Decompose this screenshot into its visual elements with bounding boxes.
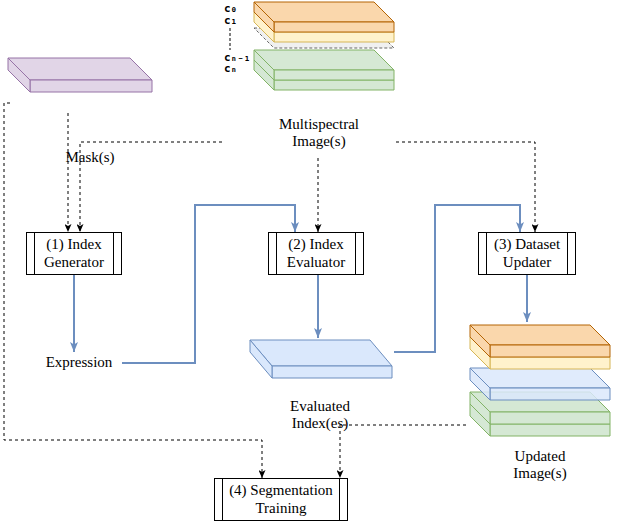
slab-face bbox=[490, 388, 610, 400]
slab-face bbox=[254, 2, 274, 32]
index-slab: Evaluated Index(es) bbox=[246, 338, 394, 438]
slab-face bbox=[470, 368, 610, 388]
slab-face bbox=[274, 32, 394, 42]
process-box: (4) Segmentation Training bbox=[214, 478, 348, 521]
process-box: (1) Index Generator bbox=[26, 232, 122, 275]
slab-face bbox=[254, 2, 394, 22]
channel-label: c₁ bbox=[224, 15, 252, 27]
box-label: (3) Dataset Updater bbox=[492, 236, 562, 271]
node-label: Expression bbox=[36, 354, 122, 371]
node-label: Mask(s) bbox=[40, 149, 140, 166]
slab-face bbox=[490, 357, 610, 369]
slab-face bbox=[274, 80, 394, 90]
channel-ellipsis-line bbox=[230, 28, 231, 50]
node-label: Evaluated Index(es) bbox=[275, 398, 365, 433]
slab-face bbox=[272, 366, 392, 378]
image-stack: c₀c₁cₙ₋₁cₙMultispectral Image(s) bbox=[222, 0, 396, 158]
box-label: (4) Segmentation Training bbox=[228, 482, 334, 517]
data-arrow bbox=[68, 113, 69, 232]
slab-face bbox=[274, 22, 394, 32]
process-box: (2) Index Evaluator bbox=[268, 232, 364, 275]
process-arrow bbox=[394, 205, 520, 352]
slab-face bbox=[254, 50, 274, 80]
slab-face bbox=[250, 340, 272, 378]
slab-face bbox=[254, 50, 394, 70]
channel-label: c₀ bbox=[224, 3, 252, 15]
slab-face bbox=[470, 325, 490, 357]
slab-face bbox=[490, 345, 610, 357]
slab-face bbox=[274, 70, 394, 80]
image-stack: Updated Image(s) bbox=[466, 322, 614, 486]
slab-face bbox=[470, 325, 610, 345]
data-arrow bbox=[318, 158, 319, 232]
slab-face bbox=[470, 368, 490, 400]
process-arrow bbox=[122, 205, 295, 363]
process-arrow bbox=[73, 275, 75, 352]
data-label: Expression bbox=[36, 352, 122, 374]
process-box: (3) Dataset Updater bbox=[478, 232, 576, 275]
box-label: (2) Index Evaluator bbox=[282, 236, 350, 271]
node-label: Multispectral Image(s) bbox=[264, 116, 374, 151]
mask-slab: Mask(s) bbox=[10, 55, 152, 113]
box-label: (1) Index Generator bbox=[40, 236, 108, 271]
data-arrow bbox=[340, 425, 466, 478]
slab-face bbox=[250, 340, 392, 366]
process-arrow bbox=[526, 275, 528, 322]
channel-label: cₙ bbox=[224, 63, 252, 75]
slab-face bbox=[490, 424, 610, 436]
slab-face bbox=[490, 412, 610, 424]
process-arrow bbox=[317, 275, 319, 338]
node-label: Updated Image(s) bbox=[495, 448, 585, 483]
slab-face bbox=[30, 80, 152, 92]
slab-face bbox=[8, 58, 152, 80]
data-arrow bbox=[396, 142, 535, 232]
slab-face bbox=[8, 58, 30, 92]
data-arrow bbox=[4, 103, 262, 478]
